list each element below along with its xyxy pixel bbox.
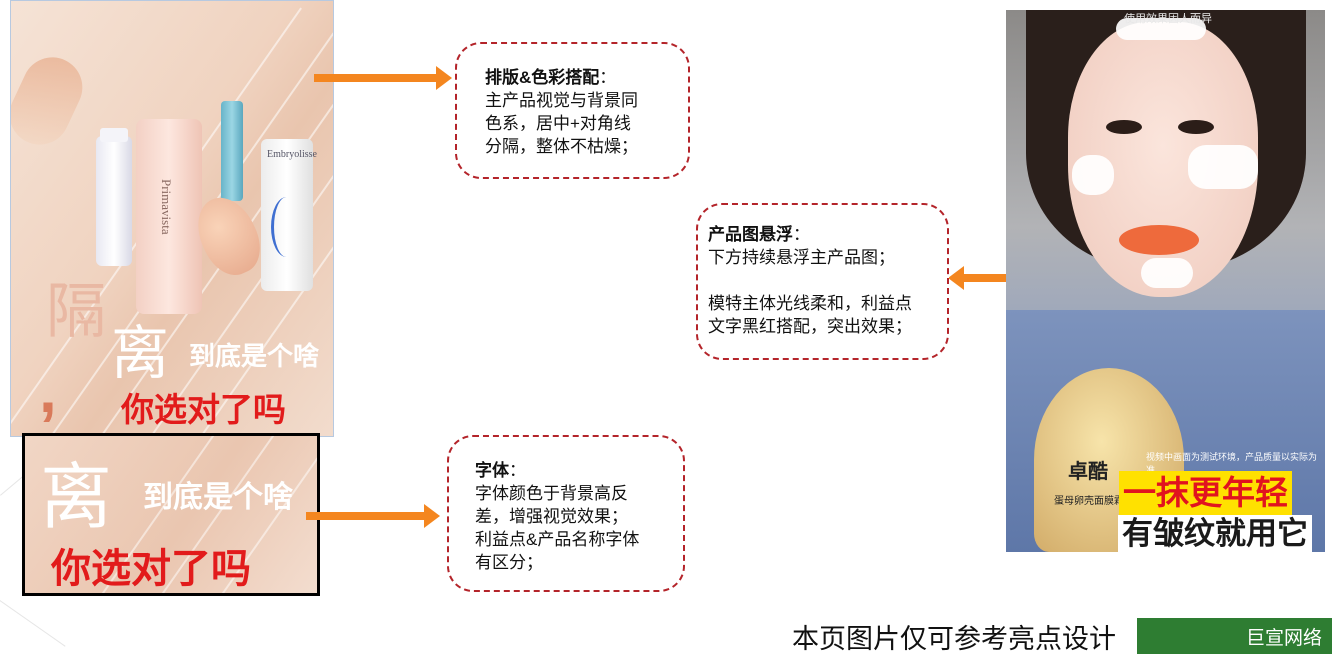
cream-tube: Embryolisse xyxy=(261,139,317,291)
callout-font: 字体： 字体颜色于背景高反 差，增强视觉效果； 利益点&产品名称字体 有区分； xyxy=(447,435,685,592)
callout-line: 差，增强视觉效果； xyxy=(475,507,628,526)
photo-red-headline: 一抹更年轻 xyxy=(1119,471,1292,515)
decor-line xyxy=(0,600,66,647)
jar-brand: 卓酷 xyxy=(1068,461,1108,483)
poster-quote-mark: , xyxy=(39,354,57,426)
cream-patch xyxy=(1188,145,1258,189)
foundation-swatch xyxy=(11,47,93,155)
photo-white-headline: 有皱纹就用它 xyxy=(1118,515,1312,552)
primer-bottle xyxy=(96,128,132,266)
model-lips xyxy=(1119,225,1199,255)
arrow-right-icon xyxy=(306,504,440,528)
brand-bar: 巨宣网络 xyxy=(1137,618,1332,654)
poster-char-ge: 隔 xyxy=(46,278,106,345)
poster-subtitle: 到底是个啥 xyxy=(189,341,320,371)
bottle-label: Primavista xyxy=(159,179,174,235)
callout-colon: ： xyxy=(599,68,617,87)
callout-line: 模特主体光线柔和，利益点 xyxy=(708,294,912,313)
callout-line: 分隔，整体不枯燥； xyxy=(485,137,638,156)
arrow-right-icon xyxy=(314,66,452,90)
callout-line: 色系，居中+对角线 xyxy=(485,114,631,133)
eye-icon xyxy=(1106,120,1142,134)
crop-red-headline: 你选对了吗 xyxy=(51,547,251,591)
crop-char-li: 离 xyxy=(40,458,113,538)
brand-name: 巨宣网络 xyxy=(1245,628,1322,649)
cream-patch xyxy=(1072,155,1114,195)
callout-line: 字体颜色于背景高反 xyxy=(475,484,628,503)
arrow-left-icon xyxy=(948,266,1006,290)
text-crop-highlight: 离 到底是个啥 你选对了吗 xyxy=(22,433,320,596)
callout-colon: ： xyxy=(509,461,526,480)
product-poster-image: Primavista Embryolisse 隔 离 , 到底是个啥 你选对了吗 xyxy=(10,0,334,437)
callout-title: 排版&色彩搭配 xyxy=(485,68,600,87)
photo-watermark: 使用效果因人而异 xyxy=(1124,13,1212,25)
cream-patch xyxy=(1141,258,1193,288)
tube-label: Embryolisse xyxy=(267,149,317,160)
poster-red-headline: 你选对了吗 xyxy=(121,391,286,428)
footer-note: 本页图片仅可参考亮点设计 xyxy=(792,624,1116,654)
eye-icon xyxy=(1178,120,1214,134)
callout-line: 有区分； xyxy=(475,553,543,572)
crop-subtitle: 到底是个啥 xyxy=(143,481,293,514)
callout-line: 主产品视觉与背景同 xyxy=(485,91,638,110)
jar-label: 蛋母卵壳面膜霜 xyxy=(1054,496,1124,507)
callout-line: 利益点&产品名称字体 xyxy=(475,530,640,549)
poster-char-li: 离 xyxy=(111,321,170,386)
model-product-photo: 使用效果因人而异 卓酷 蛋母卵壳面膜霜 视频中画面为测试环境，产品质量以实际为准… xyxy=(1006,10,1325,552)
cream-patch xyxy=(1116,18,1206,40)
primavista-bottle: Primavista xyxy=(136,119,202,314)
callout-colon: ： xyxy=(793,225,810,244)
photo-disclaimer: 视频中画面为测试环境，产品质量以实际为准 xyxy=(1146,452,1318,475)
callout-title: 字体 xyxy=(475,461,509,480)
mini-tube xyxy=(221,101,243,201)
callout-product-float: 产品图悬浮： 下方持续悬浮主产品图； 模特主体光线柔和，利益点 文字黑红搭配，突… xyxy=(696,203,949,360)
callout-title: 产品图悬浮 xyxy=(708,225,793,244)
callout-line: 下方持续悬浮主产品图； xyxy=(708,248,895,267)
callout-layout-color: 排版&色彩搭配： 主产品视觉与背景同 色系，居中+对角线 分隔，整体不枯燥； xyxy=(455,42,690,179)
callout-line: 文字黑红搭配，突出效果； xyxy=(708,317,912,336)
